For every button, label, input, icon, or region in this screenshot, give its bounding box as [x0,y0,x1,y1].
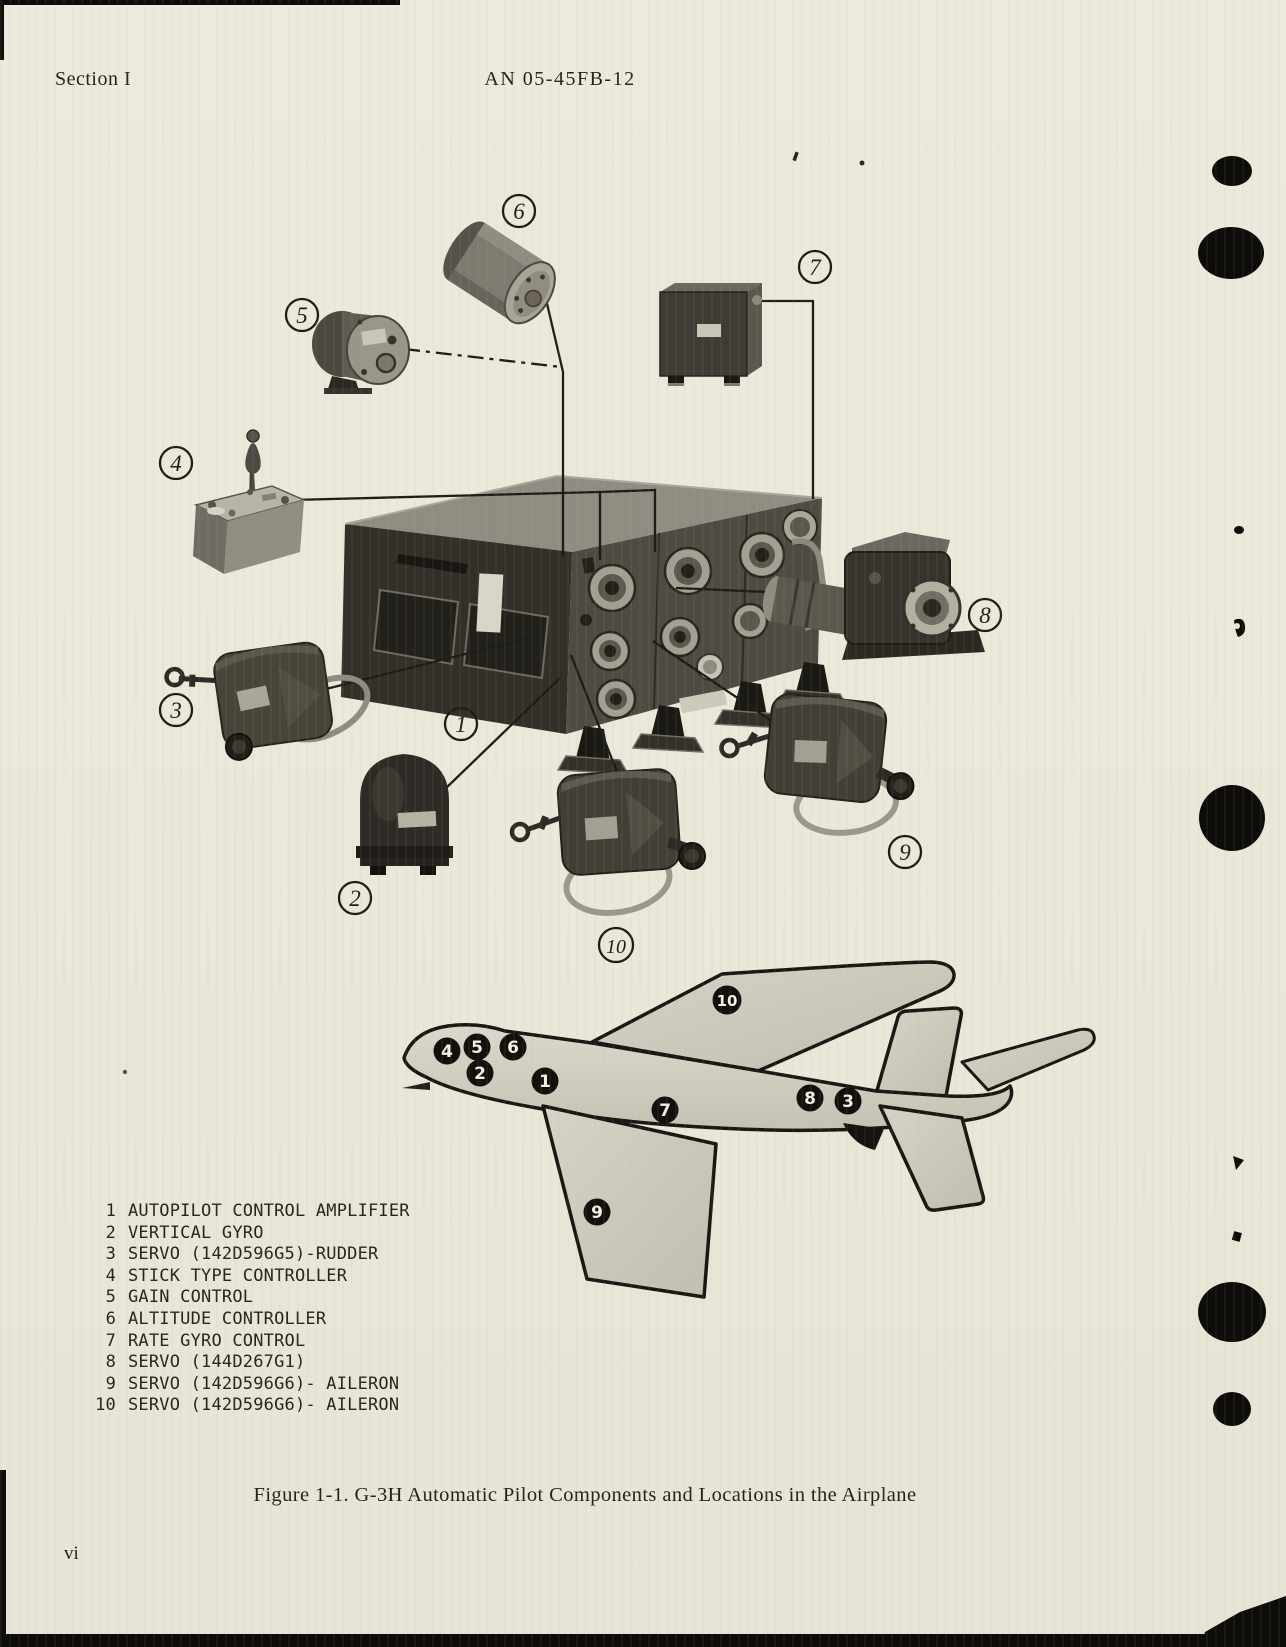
callout-4: 4 [158,445,194,481]
svg-text:4: 4 [170,451,182,476]
marker-8: 8 [796,1084,824,1112]
legend-item-number: 10 [95,1395,116,1416]
callout-6: 6 [501,193,537,229]
legend-item: 7 RATE GYRO CONTROL [90,1331,410,1353]
marker-2: 2 [466,1059,494,1087]
legend-item-number: 6 [105,1308,116,1329]
legend-item-number: 5 [105,1287,116,1308]
legend-item: 10 SERVO (142D596G6)- AILERON [90,1395,410,1417]
svg-text:5: 5 [471,1038,483,1058]
aileron-servo-10-photo [509,768,706,916]
legend-item-label: SERVO (144D267G1) [128,1352,306,1373]
legend-item-number: 8 [105,1352,116,1373]
legend-item-label: SERVO (142D596G5)-RUDDER [128,1244,379,1265]
legend-item-label: AUTOPILOT CONTROL AMPLIFIER [128,1201,410,1221]
svg-text:6: 6 [513,199,525,224]
callout-5: 5 [284,297,320,333]
legend-item: 4 STICK TYPE CONTROLLER [90,1266,410,1288]
servo-8-photo [762,532,985,660]
svg-text:5: 5 [296,303,308,328]
section-label: Section I [55,68,132,90]
legend-item-label: SERVO (142D596G6)- AILERON [128,1373,400,1394]
svg-text:2: 2 [349,886,361,911]
gain-control-photo [312,311,410,394]
legend-item: 6 ALTITUDE CONTROLLER [90,1309,410,1331]
mounting-feet [576,662,830,762]
far-wing [590,960,956,1073]
figure-legend: 1 AUTOPILOT CONTROL AMPLIFIER 2 VERTICAL G… [90,1201,410,1417]
marker-1: 1 [531,1067,559,1095]
marker-7: 7 [651,1096,679,1124]
legend-item: 1 AUTOPILOT CONTROL AMPLIFIER [90,1201,410,1223]
legend-item-number: 7 [105,1330,116,1351]
callout-9: 9 [887,834,923,870]
legend-item: 3 SERVO (142D596G5)-RUDDER [90,1244,410,1266]
svg-text:3: 3 [842,1092,854,1112]
doc-number: AN 05-45FB-12 [484,68,636,90]
marker-3: 3 [834,1087,862,1115]
svg-text:4: 4 [441,1042,453,1062]
legend-item-label: ALTITUDE CONTROLLER [128,1308,327,1329]
legend-item-number: 9 [105,1373,116,1394]
callout-3: 3 [158,692,194,728]
svg-text:1: 1 [539,1072,551,1092]
marker-4: 4 [433,1037,461,1065]
svg-text:8: 8 [979,603,991,628]
legend-item-label: SERVO (142D596G6)- AILERON [128,1395,400,1416]
callout-8: 8 [967,597,1003,633]
figure-caption: Figure 1-1. G-3H Automatic Pilot Compone… [253,1484,917,1506]
near-wing [541,1104,718,1299]
far-stabilizer [960,1027,1096,1092]
callout-1: 1 [443,706,479,742]
airplane-silhouette [402,960,1096,1299]
svg-text:7: 7 [809,255,822,280]
marker-5: 5 [463,1033,491,1061]
component-callouts: 1 2 3 4 5 6 7 8 9 10 [158,193,1003,964]
legend-item-label: VERTICAL GYRO [128,1222,264,1243]
svg-text:3: 3 [169,698,182,723]
legend-item-label: RATE GYRO CONTROL [128,1330,306,1351]
svg-text:10: 10 [606,936,626,958]
legend-item-number: 3 [105,1244,116,1265]
vertical-gyro-photo [356,754,453,875]
svg-text:9: 9 [899,840,911,865]
svg-text:10: 10 [717,992,738,1010]
svg-text:8: 8 [804,1089,816,1109]
vertical-fin [874,1006,964,1098]
altitude-controller-photo [443,221,556,325]
legend-item-number: 2 [105,1222,116,1243]
airplane-location-markers: 4 5 6 2 1 7 8 3 10 9 [433,985,862,1226]
exhaust-notch [843,1123,884,1150]
svg-text:6: 6 [507,1038,519,1058]
svg-text:1: 1 [455,712,467,737]
legend-item-number: 4 [105,1265,116,1286]
svg-text:2: 2 [474,1064,486,1084]
rate-gyro-photo [659,283,762,386]
rudder-servo-photo [164,641,371,761]
marker-6: 6 [499,1033,527,1061]
legend-item: 8 SERVO (144D267G1) [90,1352,410,1374]
stick-controller-photo [193,429,307,574]
svg-text:7: 7 [659,1101,671,1121]
marker-9: 9 [583,1198,611,1226]
legend-item: 5 GAIN CONTROL [90,1287,410,1309]
aileron-servo-9-photo [719,693,915,836]
callout-10: 10 [597,926,635,964]
callout-7: 7 [797,249,833,285]
page-number: vi [64,1543,79,1564]
legend-item-label: STICK TYPE CONTROLLER [128,1265,348,1286]
near-tail-fin [878,1104,986,1212]
nose-probe [402,1082,430,1090]
legend-item-number: 1 [105,1201,116,1221]
autopilot-control-amplifier-photo [341,474,850,775]
legend-item: 2 VERTICAL GYRO [90,1223,410,1245]
legend-item: 9 SERVO (142D596G6)- AILERON [90,1374,410,1396]
legend-item-label: GAIN CONTROL [128,1287,254,1308]
marker-10: 10 [712,985,742,1015]
svg-text:9: 9 [591,1203,603,1223]
callout-2: 2 [337,880,373,916]
connector-plugs [587,509,818,720]
